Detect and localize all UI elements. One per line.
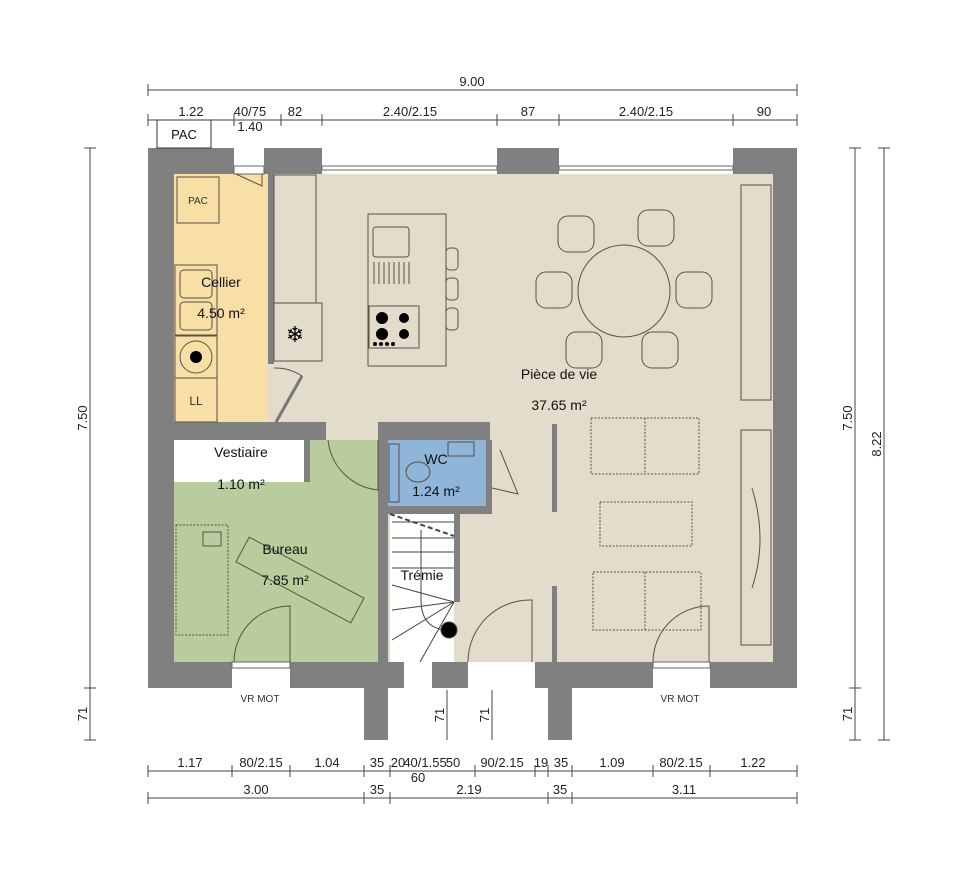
bottom-windows bbox=[231, 661, 711, 669]
dim-top-4: 87 bbox=[521, 104, 535, 119]
dim-bottom-7: 90/2.15 bbox=[480, 755, 523, 770]
interior-walls bbox=[148, 174, 557, 662]
dimension-lines bbox=[84, 84, 890, 804]
room-tremie-name: Trémie bbox=[400, 567, 443, 583]
room-wc-name: WC bbox=[424, 451, 447, 467]
bureau-furniture bbox=[175, 439, 379, 663]
stairs bbox=[389, 513, 458, 663]
dim-entry-right: 71 bbox=[477, 708, 492, 722]
room-cellier-name: Cellier bbox=[201, 274, 241, 290]
dim-top-1: 40/75 bbox=[234, 104, 267, 119]
pac-outdoor-unit bbox=[156, 119, 212, 149]
dim-top-0: 1.22 bbox=[178, 104, 203, 119]
living-furniture bbox=[467, 184, 772, 663]
tremie-floor bbox=[390, 514, 454, 662]
dim-bottom-9: 35 bbox=[554, 755, 568, 770]
dim-top-sub: 1.40 bbox=[237, 119, 262, 134]
freezer-icon: ❄ bbox=[286, 322, 304, 347]
dim-total-3: 35 bbox=[553, 782, 567, 797]
dim-left-main: 7.50 bbox=[75, 405, 90, 430]
dim-bottom-0: 1.17 bbox=[177, 755, 202, 770]
dim-total-4: 3.11 bbox=[672, 782, 696, 797]
dim-bottom-3: 35 bbox=[370, 755, 384, 770]
dim-total-1: 35 bbox=[370, 782, 384, 797]
dim-bottom-2: 1.04 bbox=[314, 755, 339, 770]
dim-bottom-6: 50 bbox=[446, 755, 460, 770]
dining-table bbox=[535, 209, 713, 369]
dim-bottom-4: 20 bbox=[391, 755, 405, 770]
room-vestiaire-name: Vestiaire bbox=[214, 444, 268, 460]
room-living-name: Pièce de vie bbox=[521, 366, 597, 382]
dim-bottom-1: 80/2.15 bbox=[239, 755, 282, 770]
vestiaire-floor bbox=[174, 440, 304, 482]
dim-top-6: 90 bbox=[757, 104, 771, 119]
dim-bottom-11: 80/2.15 bbox=[659, 755, 702, 770]
dim-top-5: 2.40/2.15 bbox=[619, 104, 673, 119]
dim-left-ext: 71 bbox=[75, 707, 90, 721]
dim-bottom-10: 1.09 bbox=[599, 755, 624, 770]
vr-mot-right-label: VR MOT bbox=[661, 694, 700, 705]
dim-right-total: 8.22 bbox=[869, 431, 884, 456]
dim-bottom-5: 40/1.55 bbox=[403, 755, 446, 770]
dim-top-2: 82 bbox=[288, 104, 302, 119]
wc-furniture bbox=[388, 441, 475, 503]
ll-label: LL bbox=[189, 394, 203, 408]
dim-top-3: 2.40/2.15 bbox=[383, 104, 437, 119]
dim-top-total: 9.00 bbox=[459, 74, 484, 89]
room-bureau-area: 7.85 m² bbox=[261, 572, 309, 588]
room-living-area: 37.65 m² bbox=[531, 397, 587, 413]
pac-indoor-label: PAC bbox=[188, 196, 208, 207]
kitchen-furniture: ❄ bbox=[273, 174, 459, 423]
wc-floor bbox=[388, 440, 486, 506]
dim-bottom-sub: 60 bbox=[411, 770, 425, 785]
dim-bottom-8: 19 bbox=[534, 755, 548, 770]
room-cellier-area: 4.50 m² bbox=[197, 305, 245, 321]
dim-total-2: 2.19 bbox=[456, 782, 481, 797]
room-vestiaire-area: 1.10 m² bbox=[217, 476, 265, 492]
dim-entry-left: 71 bbox=[432, 708, 447, 722]
top-windows bbox=[233, 165, 734, 175]
dim-total-0: 3.00 bbox=[243, 782, 268, 797]
dim-bottom-12: 1.22 bbox=[740, 755, 765, 770]
dim-right-main: 7.50 bbox=[840, 405, 855, 430]
vr-mot-left-label: VR MOT bbox=[241, 694, 280, 705]
room-bureau-name: Bureau bbox=[262, 541, 307, 557]
dim-right-ext: 71 bbox=[840, 707, 855, 721]
pac-outdoor-label: PAC bbox=[171, 127, 197, 142]
exterior-walls bbox=[148, 148, 797, 740]
cellier-furniture bbox=[174, 173, 263, 423]
room-wc-area: 1.24 m² bbox=[412, 483, 460, 499]
